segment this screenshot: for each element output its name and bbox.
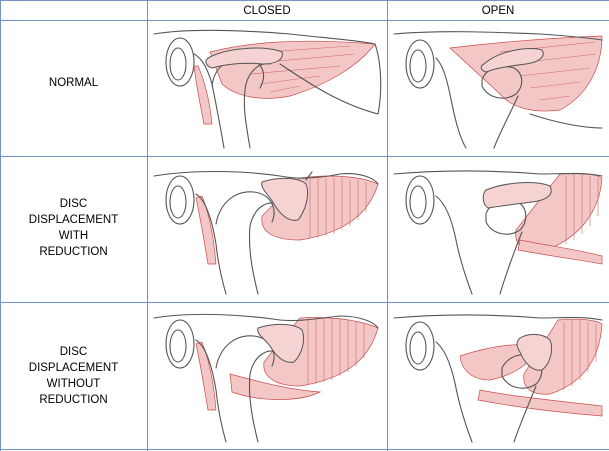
grid-line-header (0, 20, 609, 21)
ear-canal-outline (405, 175, 435, 225)
illustration-normal-closed (153, 29, 382, 149)
row-label-line: DISC (59, 346, 88, 358)
articular-disc (261, 177, 309, 221)
grid-line-col2 (387, 0, 388, 451)
ear-canal-outline (165, 319, 195, 369)
row-label-line: DISC (59, 197, 88, 210)
grid-line-row1 (0, 156, 609, 157)
row-label-disc-displacement-with-reduction: DISC DISPLACEMENT WITH REDUCTION (0, 157, 147, 298)
grid-line-bottom (0, 449, 609, 450)
row-label-line: WITHOUT (46, 378, 101, 390)
header-closed: CLOSED (243, 5, 291, 17)
illustration-normal-open (393, 31, 603, 149)
ear-canal-outline (405, 321, 435, 371)
illustration-ddwr-closed (153, 170, 379, 295)
row-label-line: REDUCTION (39, 394, 108, 406)
ear-canal-outline (165, 175, 195, 225)
articular-disc (480, 48, 544, 73)
articular-disc (257, 323, 305, 363)
grid-line-row2 (0, 302, 609, 303)
articular-disc (482, 182, 552, 209)
ear-canal-outline (165, 37, 195, 87)
illustration-ddwor-open (393, 314, 603, 443)
row-label-line: REDUCTION (39, 245, 108, 258)
articular-disc (516, 333, 553, 371)
articular-disc (205, 47, 283, 69)
illustration-ddwor-closed (153, 313, 379, 443)
grid-line-left (0, 0, 1, 451)
illustration-ddwr-open (393, 170, 603, 295)
row-label-line: DISPLACEMENT (28, 362, 119, 374)
row-label-line: DISPLACEMENT (28, 213, 119, 226)
row-label-disc-displacement-without-reduction: DISC DISPLACEMENT WITHOUT REDUCTION (0, 303, 147, 449)
ear-canal-outline (405, 39, 435, 89)
row-label-line: NORMAL (48, 77, 99, 89)
header-open: OPEN (481, 5, 515, 17)
grid-line-col1 (147, 0, 148, 451)
grid-line-top (0, 0, 609, 1)
row-label-normal: NORMAL (0, 21, 147, 145)
row-label-line: WITH (58, 229, 89, 242)
